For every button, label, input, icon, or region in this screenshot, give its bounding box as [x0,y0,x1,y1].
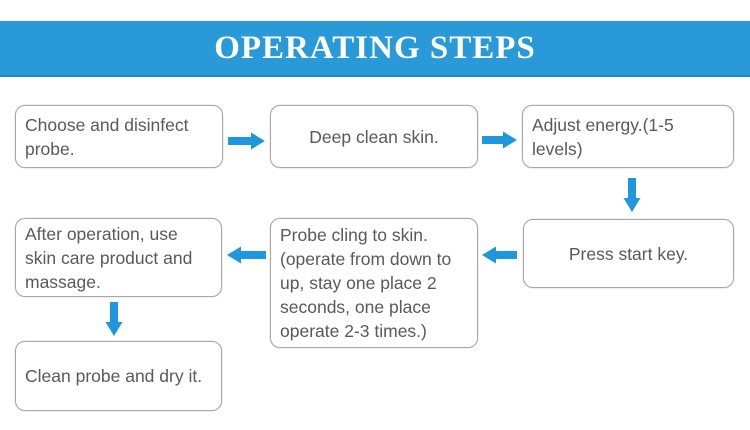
arrow-down-icon [623,178,641,212]
arrow-right-icon [482,131,517,149]
step-box-deep-clean-skin: Deep clean skin. [270,105,478,168]
step-box-clean-probe-and-dry: Clean probe and dry it. [15,341,222,411]
page-title: OPERATING STEPS [214,29,536,66]
step-box-choose-disinfect-probe: Choose and disinfect probe. [15,105,223,168]
step-label: Deep clean skin. [309,126,439,147]
step-label: Choose and disinfect probe. [25,114,189,159]
arrow-left-icon [482,246,517,264]
step-label: Adjust energy.(1-5 levels) [532,114,674,159]
arrow-right-icon [228,132,265,150]
step-box-adjust-energy: Adjust energy.(1-5 levels) [522,105,734,168]
step-box-probe-cling-to-skin: Probe cling to skin. (operate from down … [270,218,478,348]
arrow-down-icon [105,302,123,336]
arrow-left-icon [227,246,266,264]
step-label: Press start key. [568,243,689,264]
step-label: Clean probe and dry it. [25,366,203,386]
step-label: Probe cling to skin. (operate from down … [280,225,452,341]
step-box-after-operation-skin-care: After operation, use skin care product a… [15,218,222,297]
step-label: After operation, use skin care product a… [25,223,193,292]
step-box-press-start-key: Press start key. [523,219,734,288]
title-banner: OPERATING STEPS [0,21,750,77]
